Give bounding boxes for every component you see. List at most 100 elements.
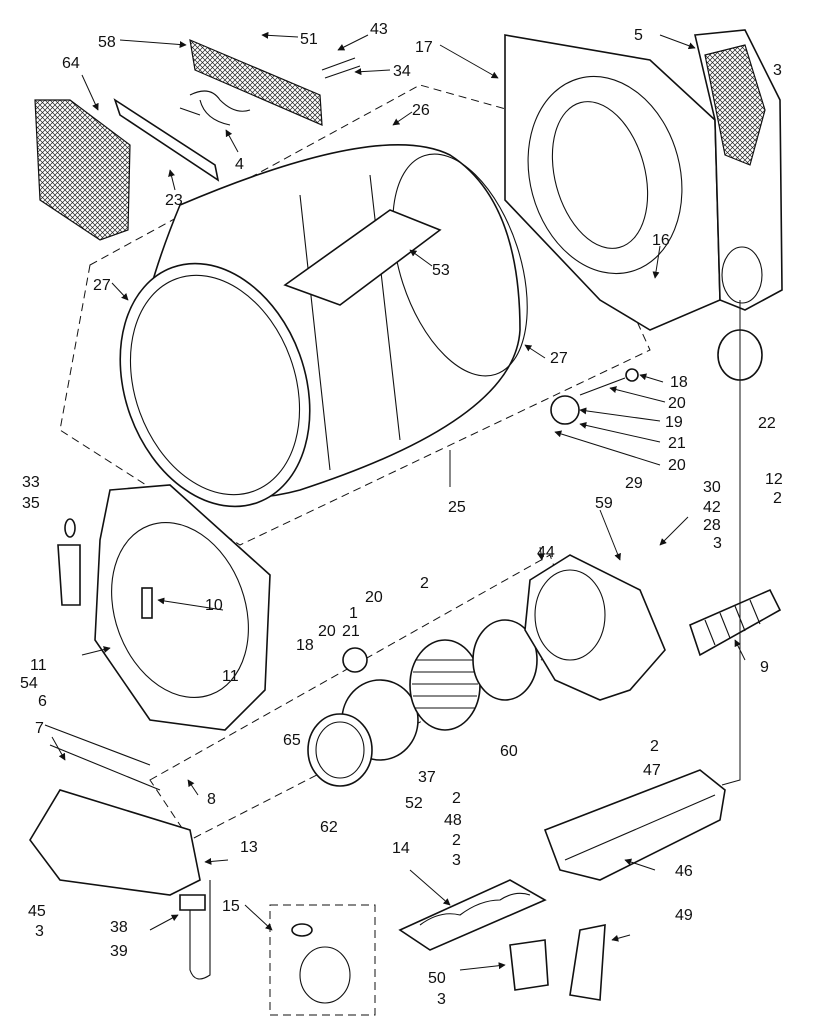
blower-housing [524, 554, 666, 701]
callout-label: 6 [38, 693, 47, 710]
callout-label: 46 [675, 863, 693, 880]
callout-label: 7 [35, 720, 44, 737]
callout-label: 29 [625, 475, 643, 492]
callout-label: 3 [713, 535, 722, 552]
callout-label: 17 [415, 39, 433, 56]
callout-label: 23 [165, 192, 183, 209]
drum-group-outline [59, 84, 651, 546]
blower-gasket [472, 619, 538, 701]
callout-label: 9 [760, 659, 769, 676]
callout-label: 20 [668, 457, 686, 474]
callout-label: 64 [62, 55, 80, 72]
callout-label: 18 [296, 637, 314, 654]
callout-label: 20 [318, 623, 336, 640]
clips [321, 57, 361, 79]
thermostat [179, 894, 206, 911]
callout-label: 27 [93, 277, 111, 294]
callout-label: 20 [365, 589, 383, 606]
callout-label: 38 [110, 919, 128, 936]
callout-label: 30 [703, 479, 721, 496]
callout-label: 12 [765, 471, 783, 488]
callout-label: 26 [412, 102, 430, 119]
callout-label: 10 [205, 597, 223, 614]
callout-label: 14 [392, 840, 410, 857]
callout-labels: 58 64 51 43 34 4 23 26 17 5 3 27 53 27 1… [20, 21, 783, 1008]
sensor-wire [189, 880, 211, 980]
callout-label: 52 [405, 795, 423, 812]
callout-label: 65 [283, 732, 301, 749]
callout-label: 2 [452, 832, 461, 849]
callout-label: 2 [773, 490, 782, 507]
callout-label: 2 [452, 790, 461, 807]
rear-bulkhead [504, 34, 721, 331]
blower-wheel [409, 639, 481, 731]
callout-label: 2 [650, 738, 659, 755]
callout-label: 25 [448, 499, 466, 516]
exhaust-duct-cover [694, 29, 783, 311]
door-switch [57, 544, 81, 606]
lint-screen [34, 99, 131, 241]
heater-bracket-right [569, 924, 606, 1001]
drum-roller [550, 395, 580, 425]
callout-label: 54 [20, 675, 38, 692]
callout-label: 2 [420, 575, 429, 592]
callout-label: 1 [349, 605, 358, 622]
callout-label: 50 [428, 970, 446, 987]
callout-label: 39 [110, 943, 128, 960]
callout-label: 59 [595, 495, 613, 512]
callout-label: 21 [668, 435, 686, 452]
kit-wire-loop [299, 946, 351, 1004]
callout-label: 16 [652, 232, 670, 249]
callout-label: 21 [342, 623, 360, 640]
heater-bracket [509, 939, 549, 991]
callout-label: 3 [773, 62, 782, 79]
callout-label: 5 [634, 27, 643, 44]
top-grille [189, 39, 323, 126]
callout-label: 11 [222, 668, 239, 685]
callout-label: 3 [35, 923, 44, 940]
callout-label: 19 [665, 414, 683, 431]
roller-shaft-assembly [342, 647, 368, 673]
lint-duct [113, 98, 220, 182]
callout-label: 53 [432, 262, 450, 279]
callout-label: 3 [452, 852, 461, 869]
callout-label: 45 [28, 903, 46, 920]
callout-label: 27 [550, 350, 568, 367]
heater-housing [543, 769, 726, 881]
callout-label: 51 [300, 31, 318, 48]
callout-label: 48 [444, 812, 462, 829]
callout-label: 47 [643, 762, 661, 779]
callout-label: 20 [668, 395, 686, 412]
kit-box [269, 904, 376, 1016]
callout-label: 43 [370, 21, 388, 38]
callout-label: 60 [500, 743, 518, 760]
callout-label: 33 [22, 474, 40, 491]
drum [119, 143, 528, 508]
callout-label: 8 [207, 791, 216, 808]
kit-fuse [291, 923, 313, 937]
callout-label: 42 [703, 499, 721, 516]
callout-label: 3 [437, 991, 446, 1008]
wire-harness [179, 90, 251, 126]
callout-label: 58 [98, 34, 116, 51]
callout-label: 62 [320, 819, 338, 836]
callout-label: 11 [30, 657, 47, 674]
callout-label: 18 [670, 374, 688, 391]
callout-label: 28 [703, 517, 721, 534]
callout-label: 4 [235, 156, 244, 173]
callout-label: 44 [537, 544, 555, 561]
callout-label: 34 [393, 63, 411, 80]
exhaust-tube [689, 588, 782, 657]
callout-label: 49 [675, 907, 693, 924]
front-bulkhead [94, 484, 271, 731]
callout-label: 15 [222, 898, 240, 915]
leader-lines [51, 31, 746, 971]
callout-label: 13 [240, 839, 258, 856]
drum-baffle [283, 209, 442, 306]
heating-element [398, 879, 547, 951]
callout-label: 35 [22, 495, 40, 512]
callout-label: 37 [418, 769, 436, 786]
toe-panel [29, 789, 201, 896]
callout-label: 22 [758, 415, 776, 432]
